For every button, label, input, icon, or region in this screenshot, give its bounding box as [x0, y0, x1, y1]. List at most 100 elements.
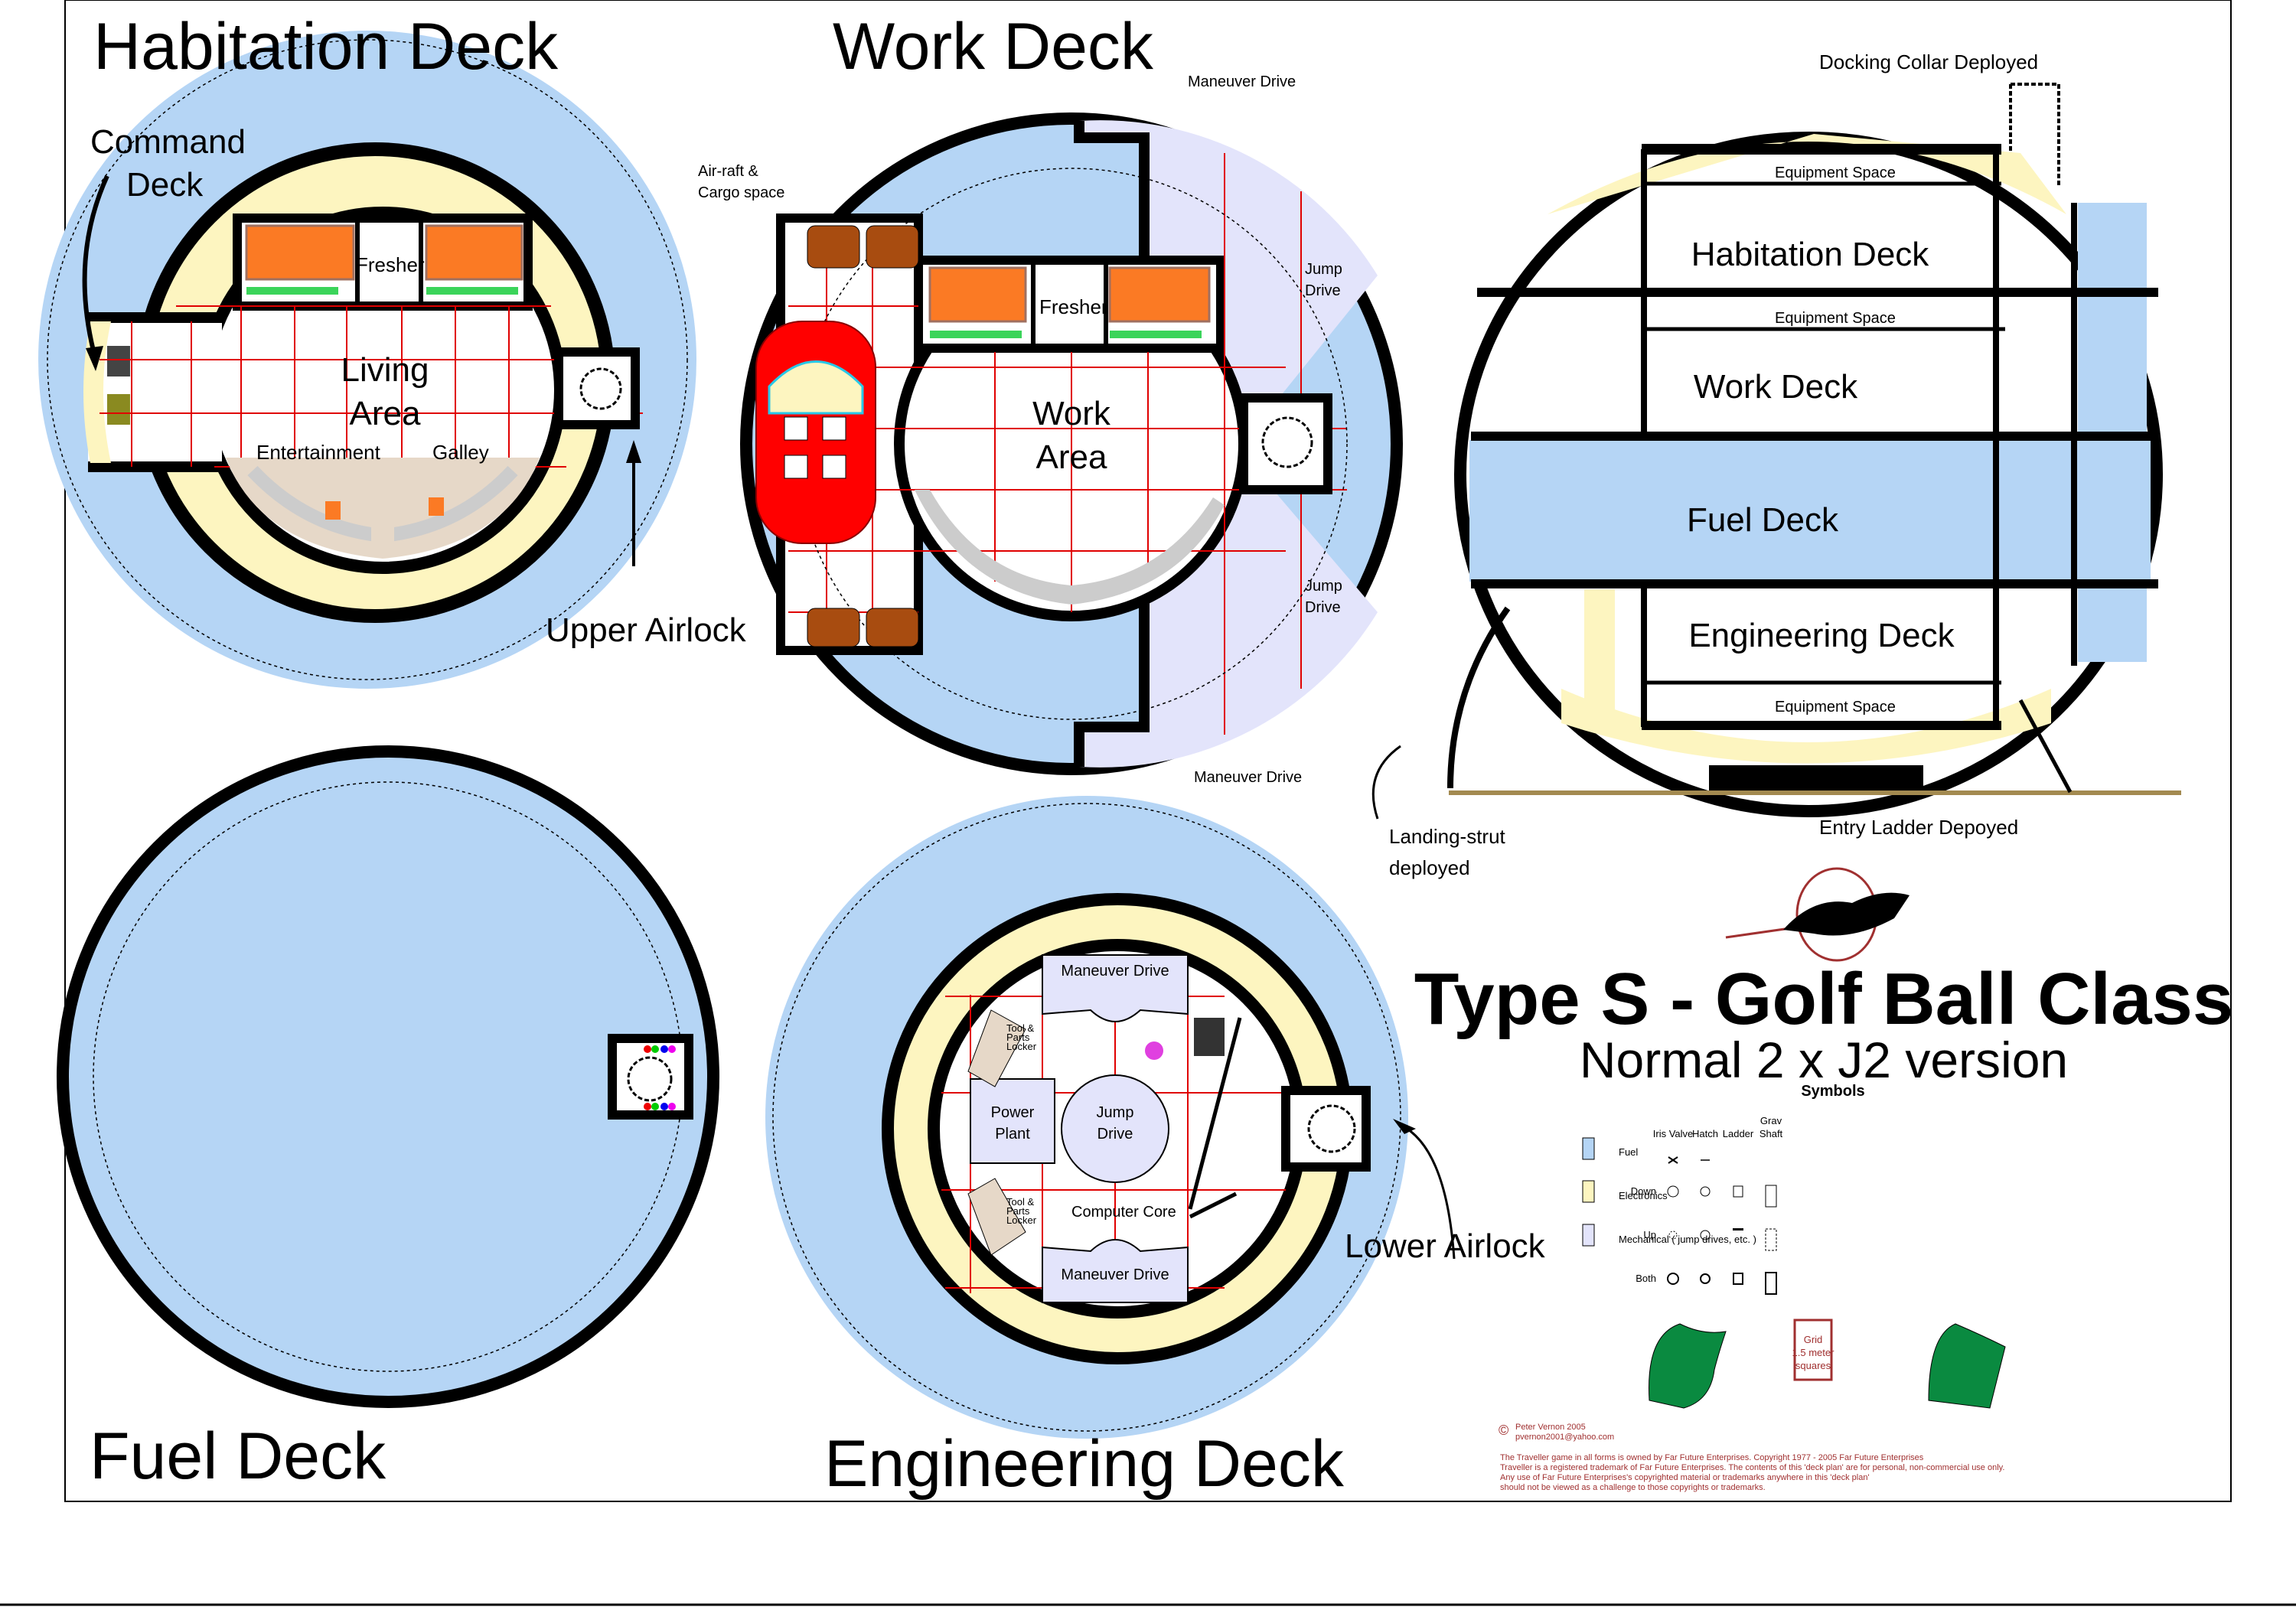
logo-icon [1725, 867, 1910, 962]
landing-strut [1447, 606, 1511, 789]
jump-drive-label-top: Jump [1305, 261, 1342, 278]
iris-both-icon [1667, 1273, 1679, 1285]
author-email: pvernon2001@yahoo.com [1515, 1433, 1614, 1442]
grav-down-icon [1765, 1185, 1777, 1208]
tool-locker-label-top: Tool & [1006, 1022, 1034, 1034]
entry-ladder-label: Entry Ladder Depoyed [1819, 816, 2018, 839]
ship-subtitle: Normal 2 x J2 version [1580, 1032, 2068, 1088]
legend-col-grav-2: Shaft [1760, 1128, 1783, 1139]
work-deck-title: Work Deck [833, 10, 1154, 83]
dragon-icon [1928, 1323, 2006, 1409]
xs-work-label: Work Deck [1694, 368, 1858, 406]
work-area-label: Work [1032, 395, 1111, 432]
tool-locker-top [967, 1009, 1026, 1087]
legend-swatch-electronics [1582, 1180, 1595, 1203]
engineering-deck-plan: Engineering Deck Maneuver Drive Maneuver… [765, 796, 1546, 1501]
tool-locker-bottom [967, 1178, 1026, 1256]
legend: Fuel Electronics Mechanical ( jump drive… [1582, 1115, 2006, 1409]
ladder-down-icon [1733, 1185, 1743, 1198]
cargo-crate [807, 608, 860, 647]
living-area-label: Living [341, 351, 429, 389]
eng-deck-title: Engineering Deck [824, 1427, 1345, 1501]
copyright-line-2: Traveller is a registered trademark of F… [1500, 1463, 2004, 1472]
jump-drive-label-bottom-2: Drive [1305, 599, 1341, 616]
legend-row-both: Both [1636, 1273, 1656, 1284]
pilot-seat [107, 346, 130, 376]
iris-valve-icon [1668, 1156, 1678, 1164]
command-corridor [88, 318, 222, 467]
work-airlock [1239, 393, 1332, 494]
cargo-crate [866, 608, 919, 647]
air-raft [755, 321, 876, 544]
ship-title: Type S - Golf Ball Class [1414, 958, 2233, 1040]
command-deck-label: Command [90, 123, 246, 161]
copyright-line-1: The Traveller game in all forms is owned… [1500, 1453, 1924, 1462]
tool-locker-label-bottom-3: Locker [1006, 1214, 1037, 1226]
author-credit: Peter Vernon 2005 [1515, 1423, 1586, 1432]
legend-col-grav: Grav [1760, 1115, 1782, 1126]
air-raft-label-2: Cargo space [698, 184, 784, 201]
iris-down-icon [1667, 1185, 1679, 1198]
grid-scale-label: Grid [1804, 1334, 1823, 1345]
grid-scale-label-3: squares [1795, 1360, 1831, 1371]
xs-equip-space-1: Equipment Space [1775, 165, 1896, 181]
fuel-deck-plan: Fuel Deck [57, 745, 719, 1493]
copilot-seat [107, 394, 130, 425]
living-area-label-2: Area [350, 395, 421, 432]
hatch-both-icon [1700, 1273, 1711, 1284]
galley-label: Galley [432, 441, 489, 464]
landing-strut-label-2: deployed [1389, 856, 1470, 879]
hab-bed-left [245, 224, 355, 281]
cross-section: Docking Collar Deployed Equipment Space … [1371, 51, 2181, 879]
symbols-heading: Symbols [1801, 1083, 1864, 1100]
maneuver-drive-bottom [1042, 1239, 1189, 1303]
fresher-label: Fresher [356, 253, 425, 276]
command-deck-label-2: Deck [126, 166, 204, 204]
hatch-up-icon [1700, 1230, 1711, 1240]
jump-drive [1061, 1074, 1169, 1183]
maneuver-drive-label-bottom: Maneuver Drive [1194, 769, 1302, 786]
credits: © Peter Vernon 2005 pvernon2001@yahoo.co… [1499, 1423, 2004, 1492]
legend-col-ladder: Ladder [1723, 1128, 1754, 1139]
grid-scale-box [1793, 1319, 1833, 1381]
work-area-label-2: Area [1036, 438, 1107, 476]
eng-maneuver-bottom-label: Maneuver Drive [1061, 1266, 1169, 1283]
landing-pad [1709, 765, 1923, 792]
xs-equip-space-2: Equipment Space [1775, 310, 1896, 327]
power-plant-label: Power [991, 1104, 1035, 1121]
xs-habitation-label: Habitation Deck [1691, 236, 1930, 273]
fuel-deck-title: Fuel Deck [90, 1420, 386, 1493]
legend-label-electronics: Electronics [1619, 1190, 1668, 1201]
title-block: Type S - Golf Ball Class Normal 2 x J2 v… [1414, 867, 2233, 1100]
entry-ladder [2018, 699, 2073, 794]
power-plant-label-2: Plant [995, 1126, 1030, 1143]
hab-bed-right [425, 224, 523, 281]
iris-up-icon [1668, 1231, 1678, 1240]
grav-both-icon [1765, 1272, 1777, 1295]
jump-drive-label-bottom: Jump [1305, 578, 1342, 595]
work-fresher-label: Fresher [1039, 295, 1108, 318]
habitation-deck-plan: Habitation Deck Command Deck Fresher Liv… [38, 10, 747, 689]
landing-strut-label: Landing-strut [1389, 825, 1506, 848]
air-raft-label: Air-raft & [698, 163, 759, 180]
jump-drive-label-top-2: Drive [1305, 282, 1341, 299]
tool-locker-label-top-3: Locker [1006, 1041, 1037, 1052]
legend-swatch-mechanical [1582, 1224, 1595, 1247]
maneuver-drive-top [1042, 954, 1189, 1022]
hab-deck-title: Habitation Deck [93, 10, 559, 83]
hatch-down-icon [1700, 1186, 1711, 1197]
ladder-up-icon [1733, 1228, 1743, 1231]
legend-row-up: Up [1643, 1229, 1656, 1240]
xs-fuel-label: Fuel Deck [1687, 501, 1839, 539]
cargo-crate [807, 225, 860, 269]
legend-col-hatch: Hatch [1692, 1128, 1718, 1139]
xs-engineering-label: Engineering Deck [1688, 617, 1955, 654]
grav-up-icon [1765, 1228, 1777, 1251]
copyright-icon: © [1499, 1423, 1508, 1438]
xs-fuel-band [1469, 440, 2151, 582]
dragon-icon [1649, 1323, 1727, 1409]
ladder-both-icon [1733, 1273, 1743, 1285]
engineer-figure [1145, 1041, 1163, 1060]
legend-swatch-fuel [1582, 1137, 1595, 1160]
